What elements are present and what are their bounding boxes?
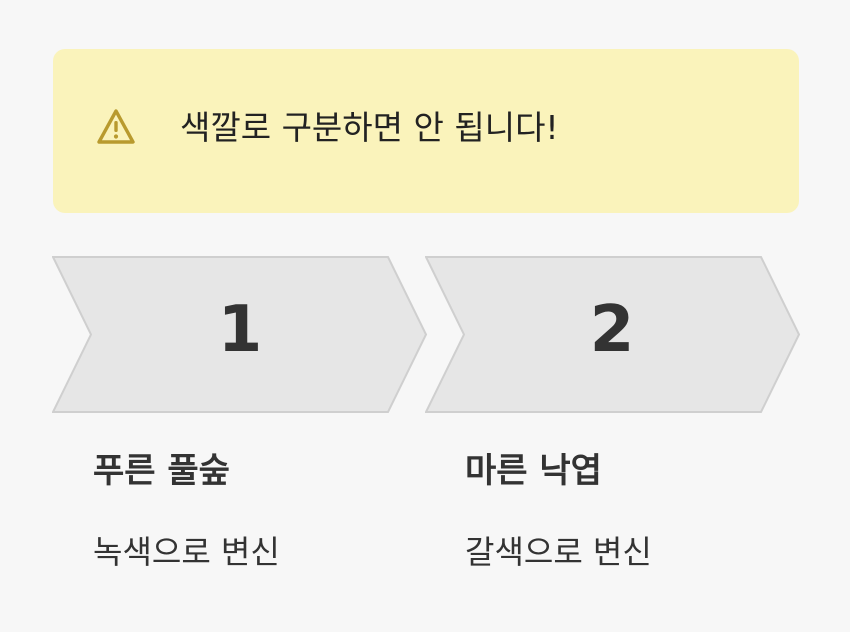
warning-triangle-icon [96, 108, 136, 146]
step-1-number: 1 [217, 293, 263, 367]
alert-message: 색깔로 구분하면 안 됩니다! [180, 108, 559, 147]
step-2-chevron [425, 256, 801, 413]
step-1-chevron [52, 256, 428, 413]
step-2-title: 마른 낙엽 [465, 451, 602, 491]
warning-alert [53, 49, 799, 213]
step-2-description: 갈색으로 변신 [465, 533, 652, 571]
step-2-number: 2 [589, 293, 635, 367]
step-1-description: 녹색으로 변신 [93, 533, 280, 571]
step-1-title: 푸른 풀숲 [93, 451, 230, 491]
